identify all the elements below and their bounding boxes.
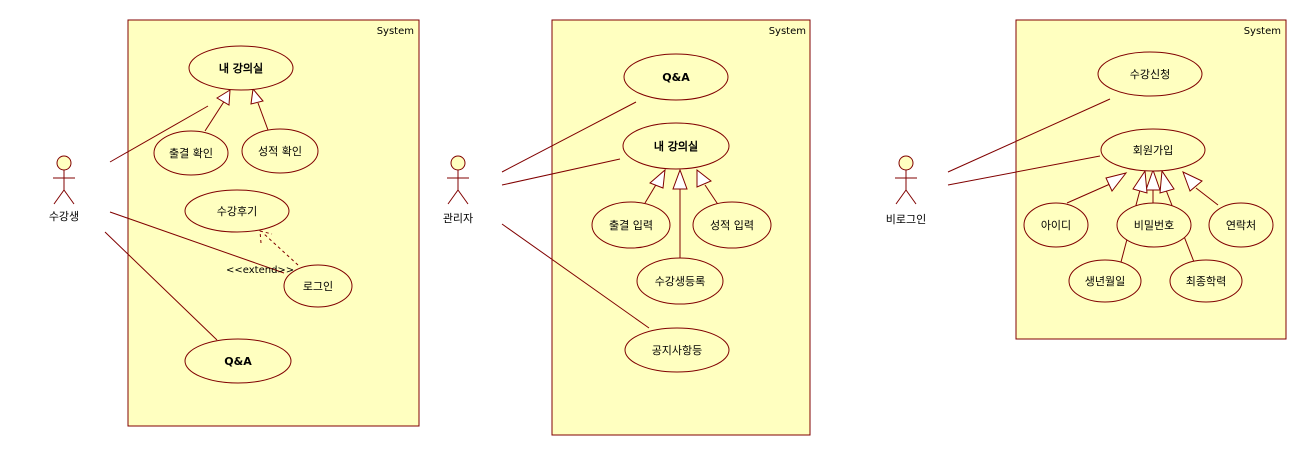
usecase-grade-input[interactable] xyxy=(692,201,772,249)
usecase-label: 성적 확인 xyxy=(258,145,302,158)
generalization-arrowhead xyxy=(216,89,231,106)
usecase-label: 수강후기 xyxy=(217,205,257,218)
usecase-grade-check[interactable] xyxy=(241,128,319,174)
usecase-label: 비밀번호 xyxy=(1134,219,1174,232)
usecase-review[interactable] xyxy=(184,189,290,233)
usecase-label: 내 강의실 xyxy=(654,139,698,153)
usecase-label: 성적 입력 xyxy=(710,219,754,232)
generalization-arrowhead xyxy=(1145,168,1161,191)
usecase-contact[interactable] xyxy=(1208,202,1274,248)
generalization-arrowhead xyxy=(1182,171,1203,192)
generalization-arrowhead xyxy=(1159,169,1175,194)
extend-stereotype: <<extend>> xyxy=(226,265,294,276)
usecase-login[interactable] xyxy=(283,264,353,308)
actor-guest[interactable]: 비로그인 xyxy=(886,155,926,226)
generalization-arrowhead xyxy=(696,168,712,188)
association-line xyxy=(501,101,637,173)
actor-admin[interactable]: 관리자 xyxy=(443,155,473,225)
actor-leg xyxy=(895,189,907,205)
diagram-guest: System 수강신청 회원가입 아이디 비밀번호 연락처 생년월일 최종학력 xyxy=(886,19,1287,340)
actor-leg xyxy=(447,189,459,205)
extend-arrowhead xyxy=(259,230,273,244)
generalization-arrowhead xyxy=(672,168,688,190)
actor-leg xyxy=(53,189,65,205)
actor-head xyxy=(56,155,72,171)
generalization-line xyxy=(644,182,658,204)
generalization-line xyxy=(257,102,269,131)
usecase-signup[interactable] xyxy=(1100,128,1206,172)
association-line xyxy=(947,98,1111,173)
actor-leg xyxy=(63,189,75,205)
usecase-label: 로그인 xyxy=(303,280,333,293)
association-line xyxy=(109,105,209,163)
usecase-student-register[interactable] xyxy=(636,257,724,305)
generalization-arrowhead xyxy=(1132,169,1148,194)
extend-dependency xyxy=(262,232,299,266)
generalization-line xyxy=(704,184,720,207)
usecase-label: 수강생등록 xyxy=(655,275,706,288)
actor-label: 관리자 xyxy=(443,212,473,225)
generalization-line xyxy=(1066,183,1111,204)
usecase-qa[interactable] xyxy=(623,53,729,101)
system-label: System xyxy=(769,26,806,37)
generalization-arrowhead xyxy=(1105,172,1128,192)
generalization-arrowhead xyxy=(250,87,264,105)
actor-head xyxy=(450,155,466,171)
system-label: System xyxy=(377,26,414,37)
usecase-attendance-check[interactable] xyxy=(153,130,229,176)
usecase-label: 수강신청 xyxy=(1130,68,1170,81)
association-line xyxy=(501,223,650,329)
usecase-attendance-input[interactable] xyxy=(591,201,671,249)
usecase-birthdate[interactable] xyxy=(1068,259,1142,303)
usecase-label: 최종학력 xyxy=(1186,275,1226,288)
usecase-label: Q&A xyxy=(224,355,252,368)
usecase-label: Q&A xyxy=(662,71,690,84)
usecase-label: 연락처 xyxy=(1226,219,1256,232)
actor-student[interactable]: 수강생 xyxy=(49,155,79,223)
usecase-classroom[interactable] xyxy=(622,122,730,170)
generalization-line xyxy=(204,99,226,132)
usecase-notice-register[interactable] xyxy=(624,327,730,373)
usecase-enroll[interactable] xyxy=(1097,51,1203,97)
association-line xyxy=(109,211,285,274)
actor-leg xyxy=(905,189,917,205)
usecase-qa[interactable] xyxy=(184,338,292,384)
actor-leg xyxy=(457,189,469,205)
usecase-label: 출결 확인 xyxy=(169,147,213,160)
usecase-label: 내 강의실 xyxy=(219,61,263,75)
usecase-user-id[interactable] xyxy=(1023,202,1089,248)
usecase-label: 출결 입력 xyxy=(609,219,653,232)
usecase-label: 회원가입 xyxy=(1133,144,1173,157)
usecase-label: 생년월일 xyxy=(1085,274,1125,288)
actor-head xyxy=(898,155,914,171)
usecase-label: 아이디 xyxy=(1041,219,1071,232)
diagram-admin: System Q&A 내 강의실 출결 입력 성적 입력 수강생등록 공지사항등 xyxy=(443,19,811,436)
system-label: System xyxy=(1244,26,1281,37)
generalization-arrowhead xyxy=(649,168,666,189)
generalization-line xyxy=(1195,187,1219,206)
actor-label: 비로그인 xyxy=(886,213,926,226)
association-line xyxy=(947,155,1101,186)
usecase-classroom[interactable] xyxy=(188,45,294,91)
usecase-password[interactable] xyxy=(1116,202,1192,248)
usecase-education[interactable] xyxy=(1169,259,1243,303)
actor-label: 수강생 xyxy=(49,210,79,223)
usecase-label: 공지사항등 xyxy=(652,344,703,357)
association-line xyxy=(104,231,218,341)
association-line xyxy=(501,158,621,186)
diagram-student: System <<extend>> 내 강의실 출결 확인 성적 확인 수강후기… xyxy=(49,19,420,427)
